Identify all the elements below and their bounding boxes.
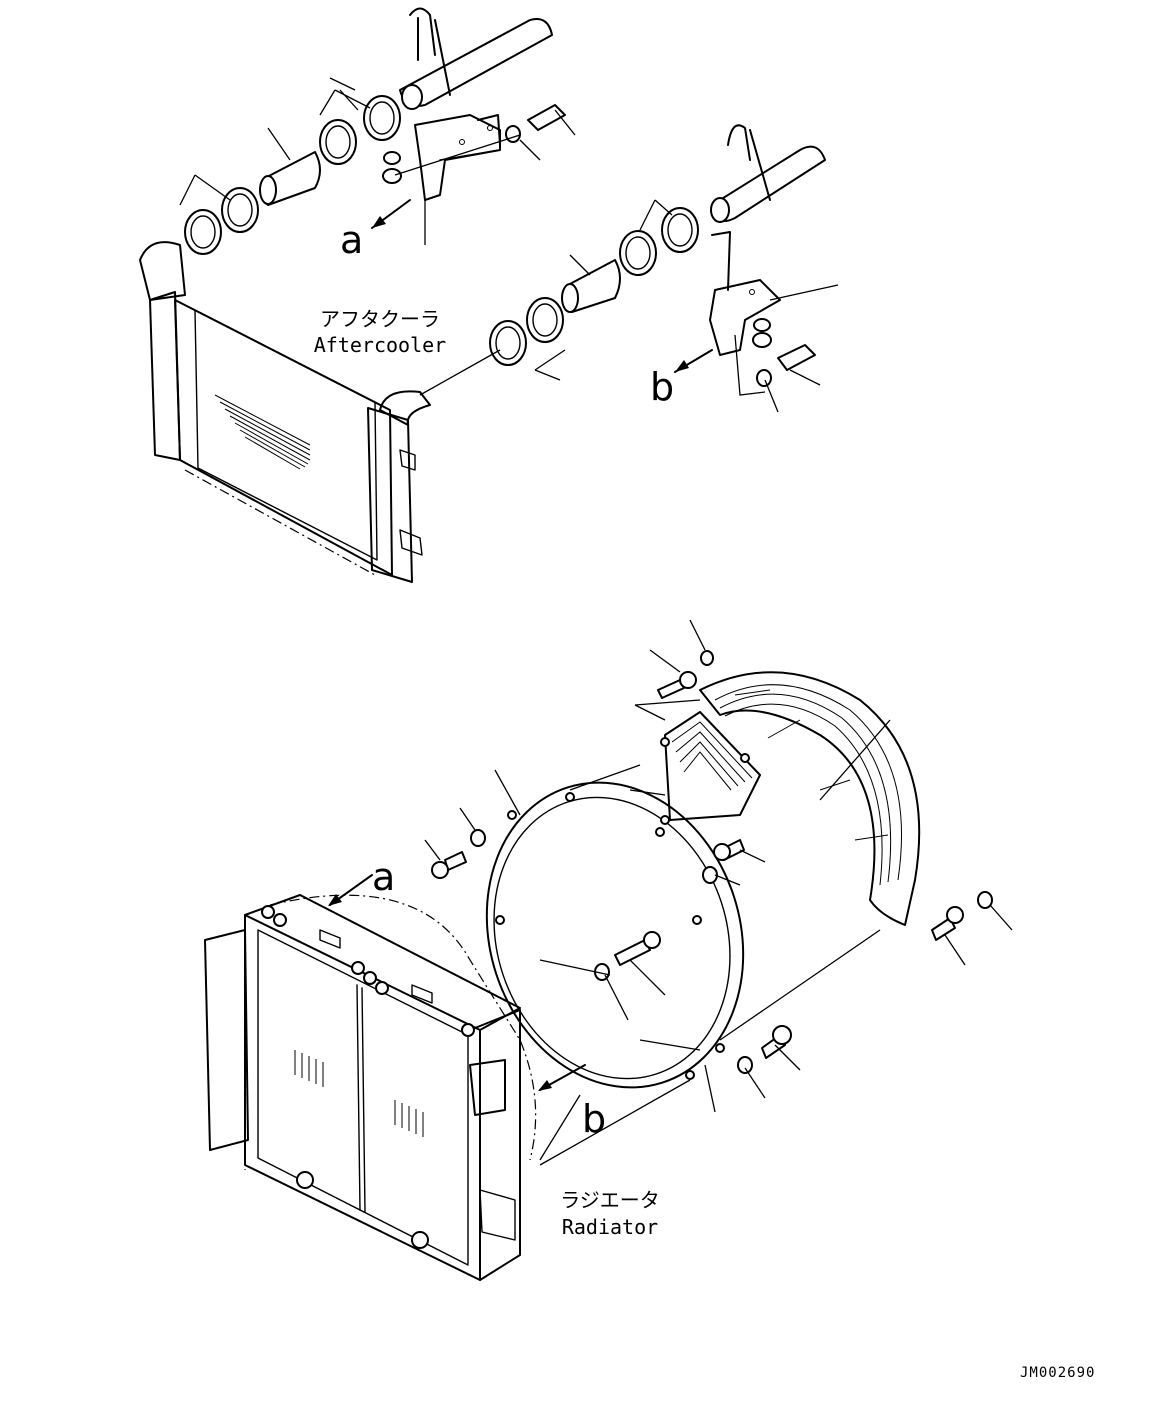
lower-bracket xyxy=(674,231,839,413)
fan-shroud-ring xyxy=(485,781,745,1089)
reference-a-bottom: a xyxy=(372,855,395,899)
aftercooler-label-jp: アフタクーラ xyxy=(320,307,440,331)
fan-guard xyxy=(699,671,921,926)
reference-b-top: b xyxy=(650,365,674,409)
radiator-assembly xyxy=(204,874,586,1281)
radiator-label-jp: ラジエータ xyxy=(560,1188,660,1212)
fasteners xyxy=(424,619,1013,1166)
fan-guard-small xyxy=(629,699,761,825)
drawing-code: JM002690 xyxy=(1020,1365,1095,1381)
reference-b-bottom: b xyxy=(582,1097,606,1141)
reference-a-top: a xyxy=(340,218,363,262)
radiator-label-en: Radiator xyxy=(562,1215,658,1239)
upper-bracket xyxy=(371,104,576,245)
lower-hose-assembly xyxy=(419,124,826,396)
aftercooler-core xyxy=(139,241,431,583)
aftercooler-label-en: Aftercooler xyxy=(314,333,446,357)
upper-hose-assembly xyxy=(179,7,553,255)
